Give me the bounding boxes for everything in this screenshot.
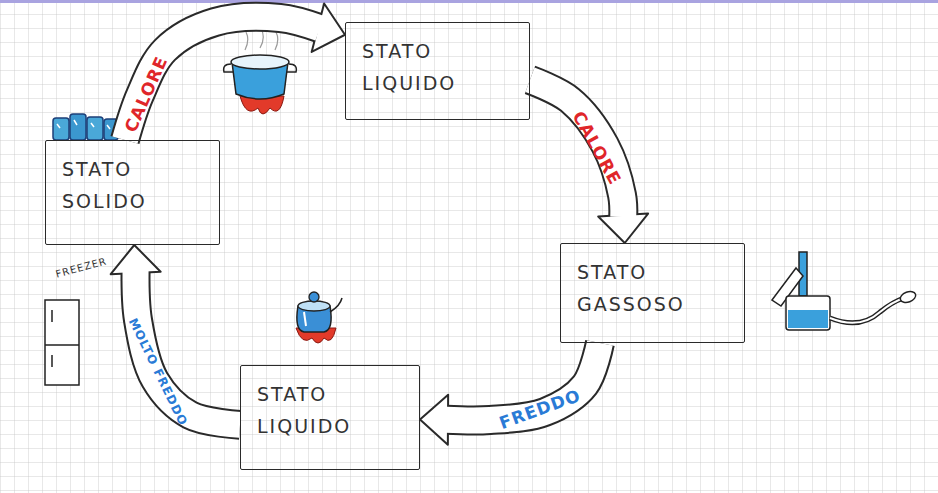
band-arrow <box>530 80 648 243</box>
boiling-pot <box>224 28 297 114</box>
arrow-label: FREDDO <box>497 385 584 433</box>
state-box: STATO GASSOSO <box>560 243 745 343</box>
arrow-head <box>420 395 448 445</box>
connector-layer <box>111 4 648 445</box>
fridge <box>45 300 79 385</box>
arrow-fill <box>530 80 623 217</box>
arrow-label: MOLTO FREDDO <box>126 316 190 428</box>
arrow-head <box>111 245 161 274</box>
band-arrow <box>420 343 600 445</box>
state-name: STATO GASSOSO <box>577 256 707 320</box>
state-box: STATO LIQUIDO <box>345 22 530 120</box>
state-name: STATO SOLIDO <box>62 153 192 217</box>
arrow-label: CALORE <box>569 108 626 189</box>
state-name: STATO LIQUIDO <box>362 35 492 99</box>
kettle <box>296 292 342 343</box>
arrow-head <box>598 214 648 243</box>
paper-edge <box>0 0 938 3</box>
state-box: STATO LIQUIDO <box>240 365 420 470</box>
state-box: STATO SOLIDO <box>45 140 220 245</box>
device-label: FREEZER <box>54 255 108 279</box>
arrow-outline <box>530 80 623 217</box>
arrow-label: CALORE <box>120 53 171 135</box>
state-name: STATO LIQUIDO <box>257 378 387 442</box>
steam-device <box>772 252 917 330</box>
ice-cubes <box>53 114 118 140</box>
